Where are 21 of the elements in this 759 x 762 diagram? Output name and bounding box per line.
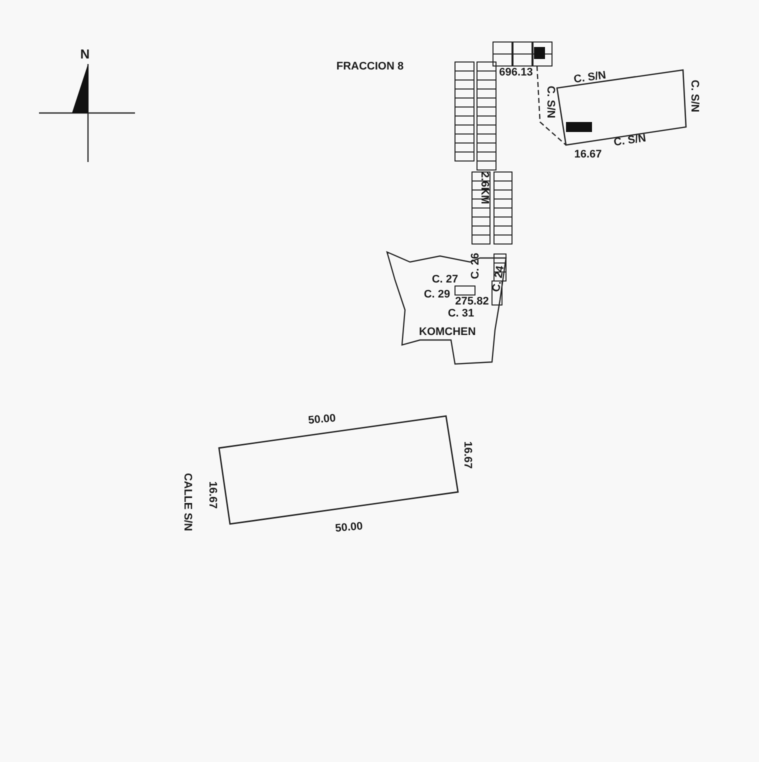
street-label: C. S/N	[573, 70, 607, 86]
dimension-label: 50.00	[308, 413, 336, 427]
street-label: C. 27	[432, 274, 458, 286]
place-name: FRACCION 8	[336, 62, 404, 72]
street-label: C. 31	[448, 308, 474, 320]
town-name: KOMCHEN	[419, 325, 476, 340]
street-label: C. S/N	[544, 86, 556, 118]
street-label: CALLE S/N	[182, 472, 192, 532]
street-label: C. 24	[491, 265, 507, 293]
distance-label: 696.13	[499, 68, 533, 78]
street-label: C. S/N	[613, 133, 647, 149]
distance-label: 2.6KM	[478, 172, 490, 204]
dimension-label: 16.67	[462, 441, 472, 469]
dimension-label: 16.67	[574, 150, 602, 160]
street-label: C. 26	[470, 252, 482, 280]
street-label: C. 29	[424, 290, 450, 300]
dimension-label: 50.00	[334, 521, 364, 535]
dimension-label: 16.67	[206, 481, 218, 509]
street-label: C. S/N	[688, 80, 700, 112]
north-label: N	[80, 48, 90, 60]
distance-label: 275.82	[455, 296, 489, 308]
